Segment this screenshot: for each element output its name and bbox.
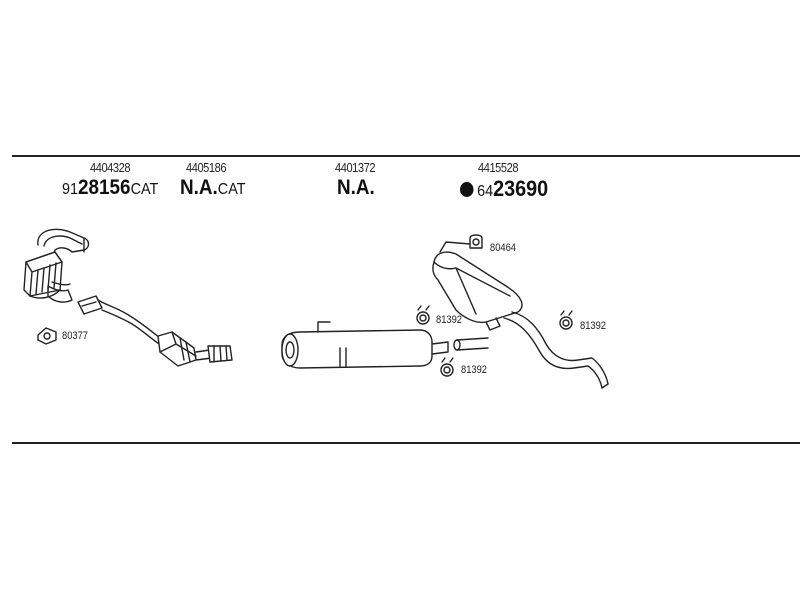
filled-dot-icon [460,182,474,197]
fitting-label-mount: 80464 [490,242,517,254]
gasket-icon [37,327,57,345]
code-prefix: 91 [62,181,79,198]
clamp-icon [416,305,430,325]
fitting-label-clamp-lower: 81392 [461,364,488,376]
code-suffix: CAT [130,181,159,198]
part-code-middle-silencer: N.A. [337,176,375,200]
code-prefix: 64 [477,183,494,200]
part-ref-middle-silencer: 4401372 [335,160,376,175]
code-main: 23690 [493,176,549,201]
exhaust-manifold-icon [23,228,90,303]
code-suffix: CAT [217,181,246,198]
part-code-catalyst: N.A.CAT [180,176,246,200]
rubber-mount-icon [469,234,483,249]
part-code-manifold: 9128156CAT [62,176,158,200]
fitting-label-clamp-rear: 81392 [580,320,607,332]
code-main: N.A. [180,176,218,199]
intermediate-pipe-icon [453,337,489,351]
part-code-rear-silencer: 6423690 [460,176,548,202]
middle-silencer-icon [281,321,449,369]
catalytic-converter-icon [77,295,233,367]
part-ref-catalyst: 4405186 [186,160,227,175]
fitting-label-gasket: 80377 [62,330,89,342]
part-ref-manifold: 4404328 [90,160,131,175]
part-ref-rear-silencer: 4415528 [478,160,519,175]
clamp-icon [440,357,454,377]
code-main: 28156 [78,176,131,199]
code-main: N.A. [337,176,375,199]
bottom-divider [12,442,800,444]
rear-silencer-icon [432,241,609,389]
clamp-icon [559,310,573,330]
top-divider [12,155,800,157]
fitting-label-clamp-upper: 81392 [436,314,463,326]
